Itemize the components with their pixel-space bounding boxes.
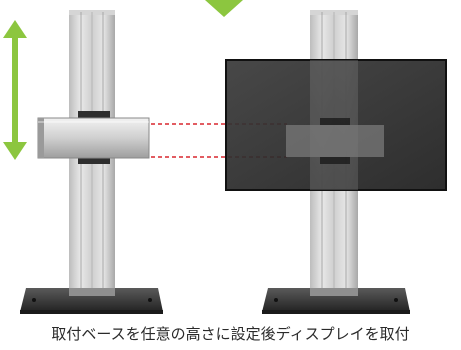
- down-triangle-icon: [205, 0, 243, 17]
- left-mount-bracket: [37, 111, 150, 164]
- right-base-plate: [262, 288, 410, 314]
- stand-illustration: [3, 0, 447, 314]
- left-stand: [20, 10, 163, 314]
- double-arrow-vertical-icon: [3, 20, 27, 160]
- right-mount-bracket: [286, 118, 384, 164]
- right-stand: [225, 10, 447, 314]
- left-base-plate: [20, 288, 163, 314]
- caption-text: 取付ベースを任意の高さに設定後ディスプレイを取付: [51, 325, 410, 343]
